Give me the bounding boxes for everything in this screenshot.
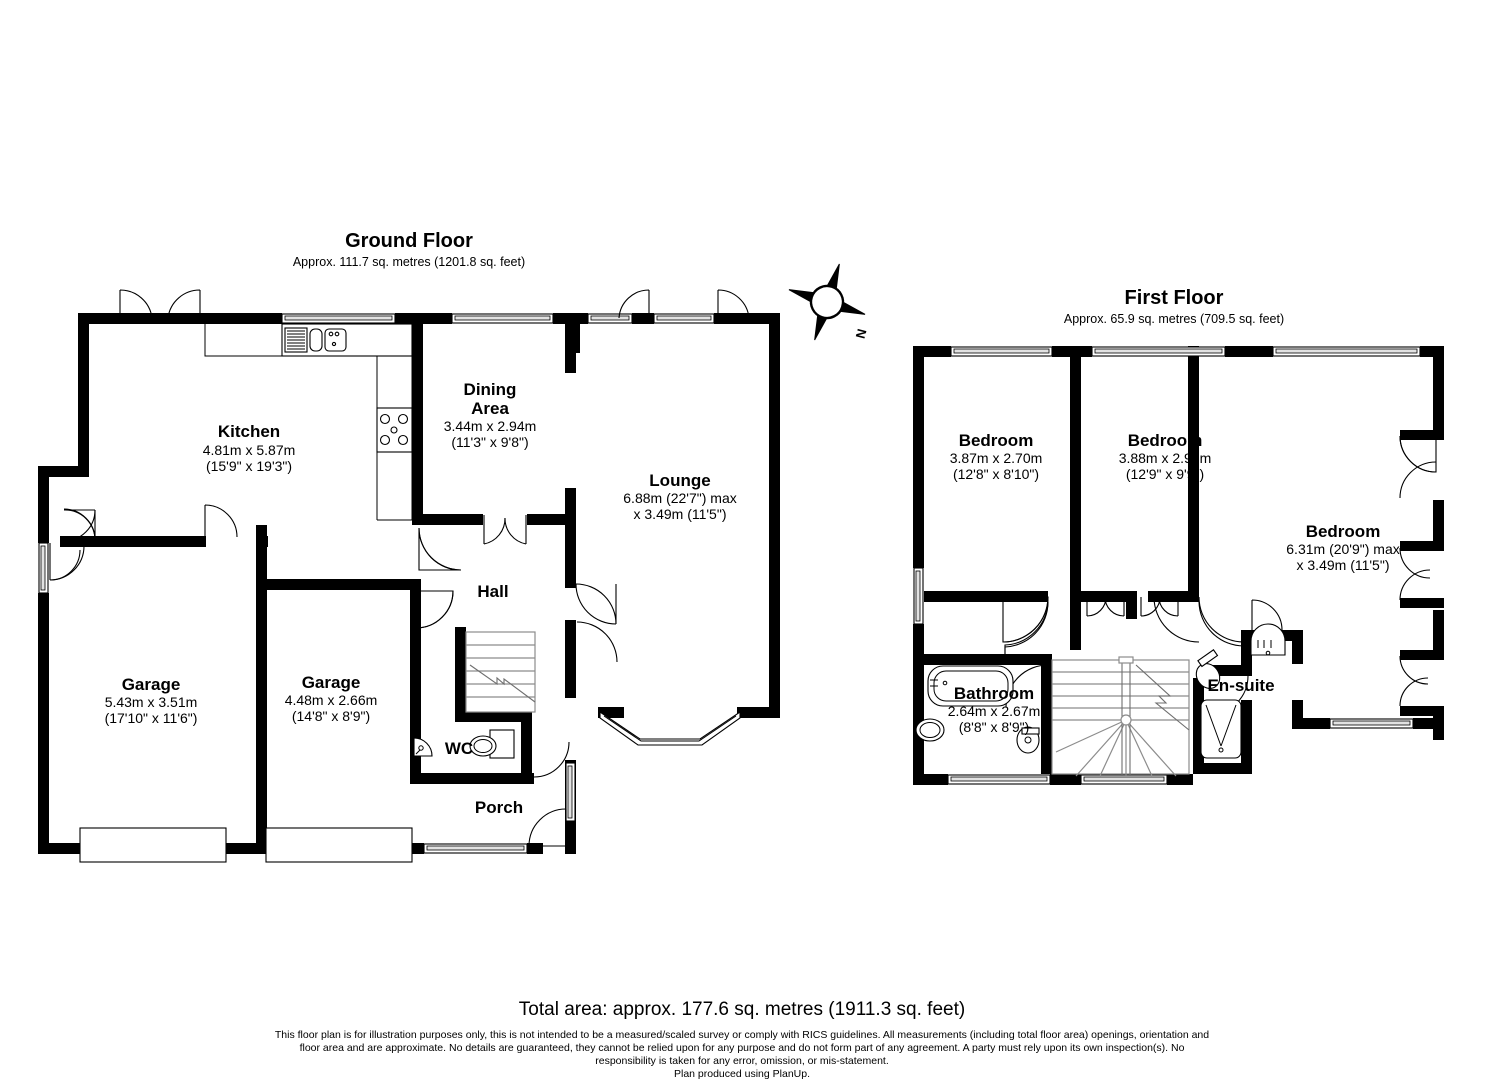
disclaimer-line-1: This floor plan is for illustration purp… bbox=[275, 1029, 1209, 1041]
room-label-dining-line2: Area bbox=[471, 399, 509, 418]
room-label-bedroom-1: Bedroom bbox=[959, 431, 1034, 450]
room-dim-garage-1-imperial: (17'10" x 11'6") bbox=[105, 710, 198, 726]
room-label-bedroom-3: Bedroom bbox=[1306, 522, 1381, 541]
ground-floor-walls bbox=[38, 313, 780, 854]
room-label-lounge: Lounge bbox=[649, 471, 710, 490]
ground-floor-windows bbox=[38, 313, 715, 854]
total-area-text: Total area: approx. 177.6 sq. metres (19… bbox=[519, 999, 965, 1020]
room-dim-bedroom-3-imperial: x 3.49m (11'5") bbox=[1297, 557, 1390, 573]
room-dim-bathroom-imperial: (8'8" x 8'9") bbox=[959, 719, 1030, 735]
room-dim-lounge-metric: 6.88m (22'7") max bbox=[623, 490, 736, 506]
room-label-hall: Hall bbox=[477, 582, 508, 601]
lounge-bay-window bbox=[599, 710, 741, 746]
room-label-dining-line1: Dining bbox=[464, 380, 517, 399]
room-dim-bedroom-3-metric: 6.31m (20'9") max bbox=[1286, 541, 1399, 557]
kitchen-fittings bbox=[204, 323, 413, 521]
first-floor-doors bbox=[1002, 435, 1437, 715]
ground-floor-plan: Kitchen 4.81m x 5.87m (15'9" x 19'3") Di… bbox=[38, 289, 780, 863]
footer: Total area: approx. 177.6 sq. metres (19… bbox=[275, 999, 1209, 1080]
room-label-garage-1: Garage bbox=[122, 675, 181, 694]
room-dim-bedroom-2-imperial: (12'9" x 9'9") bbox=[1126, 466, 1204, 482]
room-dim-bedroom-1-metric: 3.87m x 2.70m bbox=[950, 450, 1043, 466]
ground-floor-labels: Kitchen 4.81m x 5.87m (15'9" x 19'3") Di… bbox=[105, 380, 737, 817]
first-floor-labels: Bedroom 3.87m x 2.70m (12'8" x 8'10") Be… bbox=[948, 431, 1400, 735]
disclaimer-line-4: Plan produced using PlanUp. bbox=[674, 1068, 810, 1080]
room-dim-kitchen-metric: 4.81m x 5.87m bbox=[203, 442, 296, 458]
room-dim-bathroom-metric: 2.64m x 2.67m bbox=[948, 703, 1041, 719]
ensuite-fittings bbox=[1195, 623, 1286, 759]
room-dim-garage-1-metric: 5.43m x 3.51m bbox=[105, 694, 198, 710]
room-label-porch: Porch bbox=[475, 798, 523, 817]
room-dim-garage-2-metric: 4.48m x 2.66m bbox=[285, 692, 378, 708]
room-label-bedroom-2: Bedroom bbox=[1128, 431, 1203, 450]
room-dim-bedroom-1-imperial: (12'8" x 8'10") bbox=[953, 466, 1039, 482]
compass-rose-icon: N bbox=[788, 263, 870, 341]
disclaimer-line-2: floor area and are approximate. No detai… bbox=[300, 1042, 1185, 1054]
room-dim-bedroom-2-metric: 3.88m x 2.96m bbox=[1119, 450, 1212, 466]
room-label-garage-2: Garage bbox=[302, 673, 361, 692]
first-floor-staircase bbox=[1051, 656, 1190, 777]
ground-floor-staircase bbox=[465, 631, 536, 713]
room-label-kitchen: Kitchen bbox=[218, 422, 280, 441]
room-dim-kitchen-imperial: (15'9" x 19'3") bbox=[206, 458, 292, 474]
landing-outline bbox=[1004, 601, 1245, 660]
room-label-bathroom: Bathroom bbox=[954, 684, 1034, 703]
room-dim-dining-imperial: (11'3" x 9'8") bbox=[451, 434, 528, 450]
room-dim-garage-2-imperial: (14'8" x 8'9") bbox=[292, 708, 370, 724]
first-floor-title: First Floor bbox=[1125, 287, 1224, 309]
first-floor-subtitle: Approx. 65.9 sq. metres (709.5 sq. feet) bbox=[1064, 312, 1284, 326]
garage-doors bbox=[79, 827, 413, 863]
wc-fittings bbox=[413, 729, 515, 759]
first-floor-plan: Bedroom 3.87m x 2.70m (12'8" x 8'10") Be… bbox=[913, 346, 1444, 785]
first-floor-windows bbox=[913, 346, 1421, 785]
disclaimer-line-3: responsibility is taken for any error, o… bbox=[595, 1055, 889, 1067]
room-label-wc: WC bbox=[445, 739, 473, 758]
room-dim-dining-metric: 3.44m x 2.94m bbox=[444, 418, 537, 434]
ground-floor-title: Ground Floor bbox=[345, 230, 473, 252]
room-dim-lounge-imperial: x 3.49m (11'5") bbox=[634, 506, 727, 522]
room-label-ensuite: En-suite bbox=[1207, 676, 1274, 695]
ground-floor-subtitle: Approx. 111.7 sq. metres (1201.8 sq. fee… bbox=[293, 255, 525, 269]
compass-north-label: N bbox=[853, 327, 870, 340]
bathroom-fittings bbox=[915, 665, 1040, 754]
ground-floor-doors bbox=[49, 289, 750, 847]
kitchen-sink-icon bbox=[284, 327, 347, 353]
